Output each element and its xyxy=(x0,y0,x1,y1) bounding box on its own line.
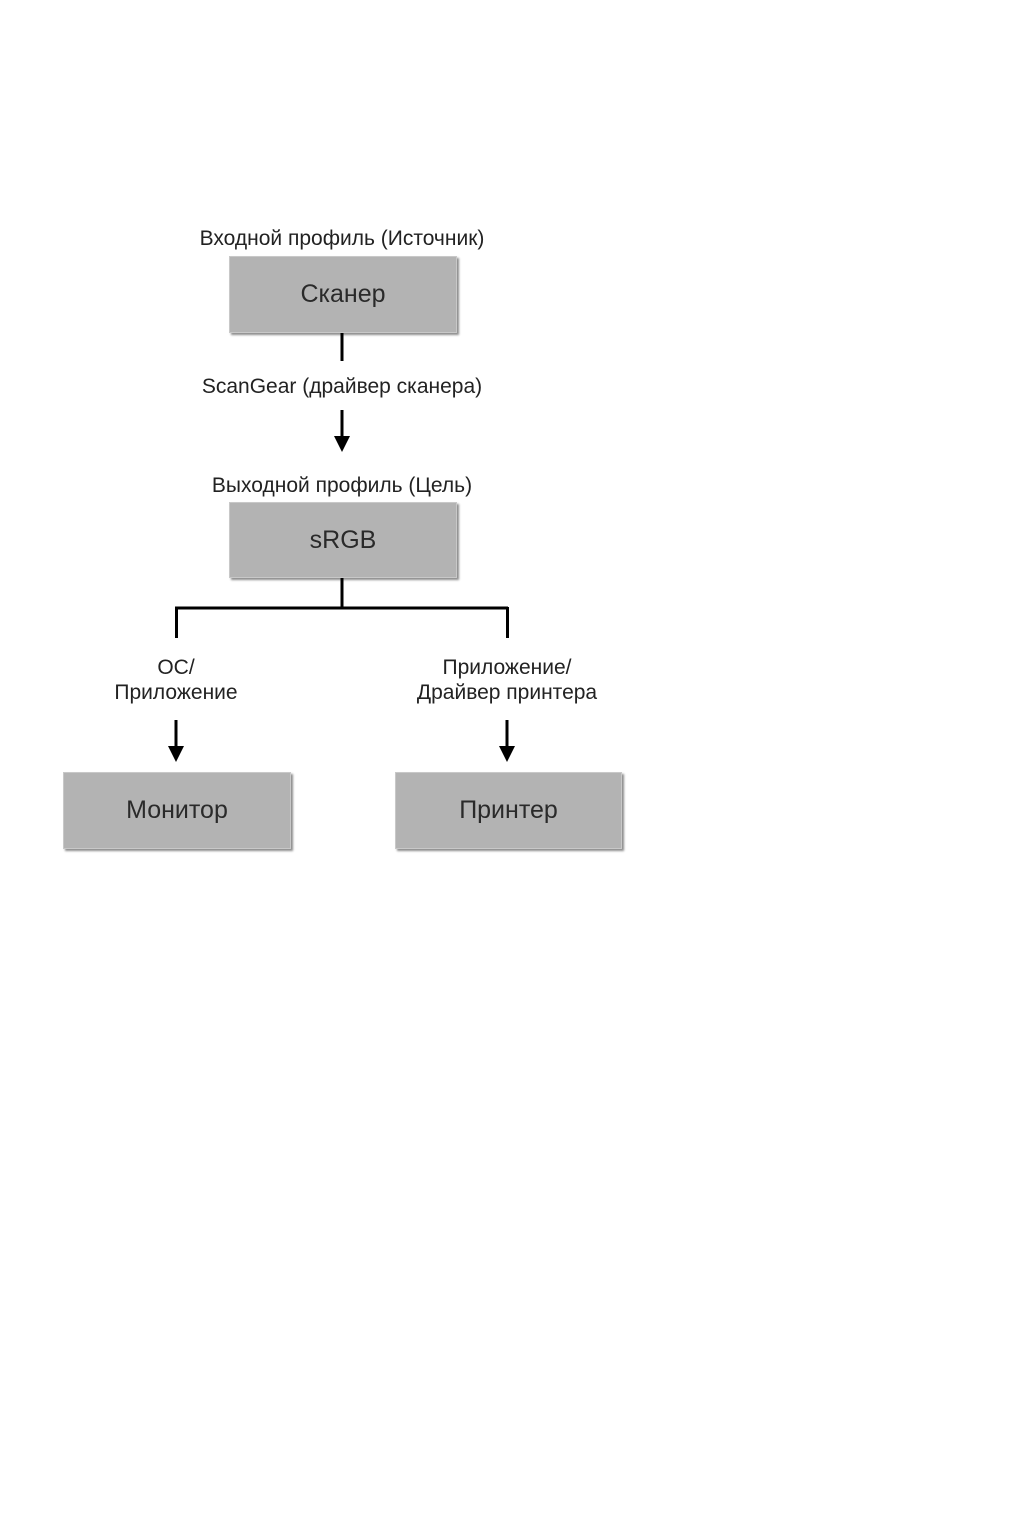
scanner-box: Сканер xyxy=(229,256,457,333)
printer-box: Принтер xyxy=(395,772,622,849)
right-branch-label-line2: Драйвер принтера xyxy=(416,681,598,704)
srgb-box-label: sRGB xyxy=(309,525,377,554)
right-branch-label: Приложение/ Драйвер принтера xyxy=(417,655,597,705)
left-branch-label: ОС/ Приложение xyxy=(114,655,237,705)
left-branch-label-line2: Приложение xyxy=(114,681,238,704)
monitor-box-label: Монитор xyxy=(126,796,228,824)
driver-label: ScanGear (драйвер сканера) xyxy=(201,375,483,398)
monitor-box: Монитор xyxy=(63,772,291,849)
driver-arrow-head xyxy=(334,436,350,452)
right-branch-label-line1: Приложение/ xyxy=(442,656,572,679)
monitor-arrow-head xyxy=(168,746,184,762)
left-branch-label-line1: ОС/ xyxy=(157,656,195,679)
scanner-box-label: Сканер xyxy=(300,280,386,308)
output-profile-label: Выходной профиль (Цель) xyxy=(211,474,473,497)
printer-arrow-head xyxy=(499,746,515,762)
input-profile-label: Входной профиль (Источник) xyxy=(199,227,485,250)
printer-box-label: Принтер xyxy=(459,796,558,824)
srgb-box: sRGB xyxy=(229,502,457,578)
